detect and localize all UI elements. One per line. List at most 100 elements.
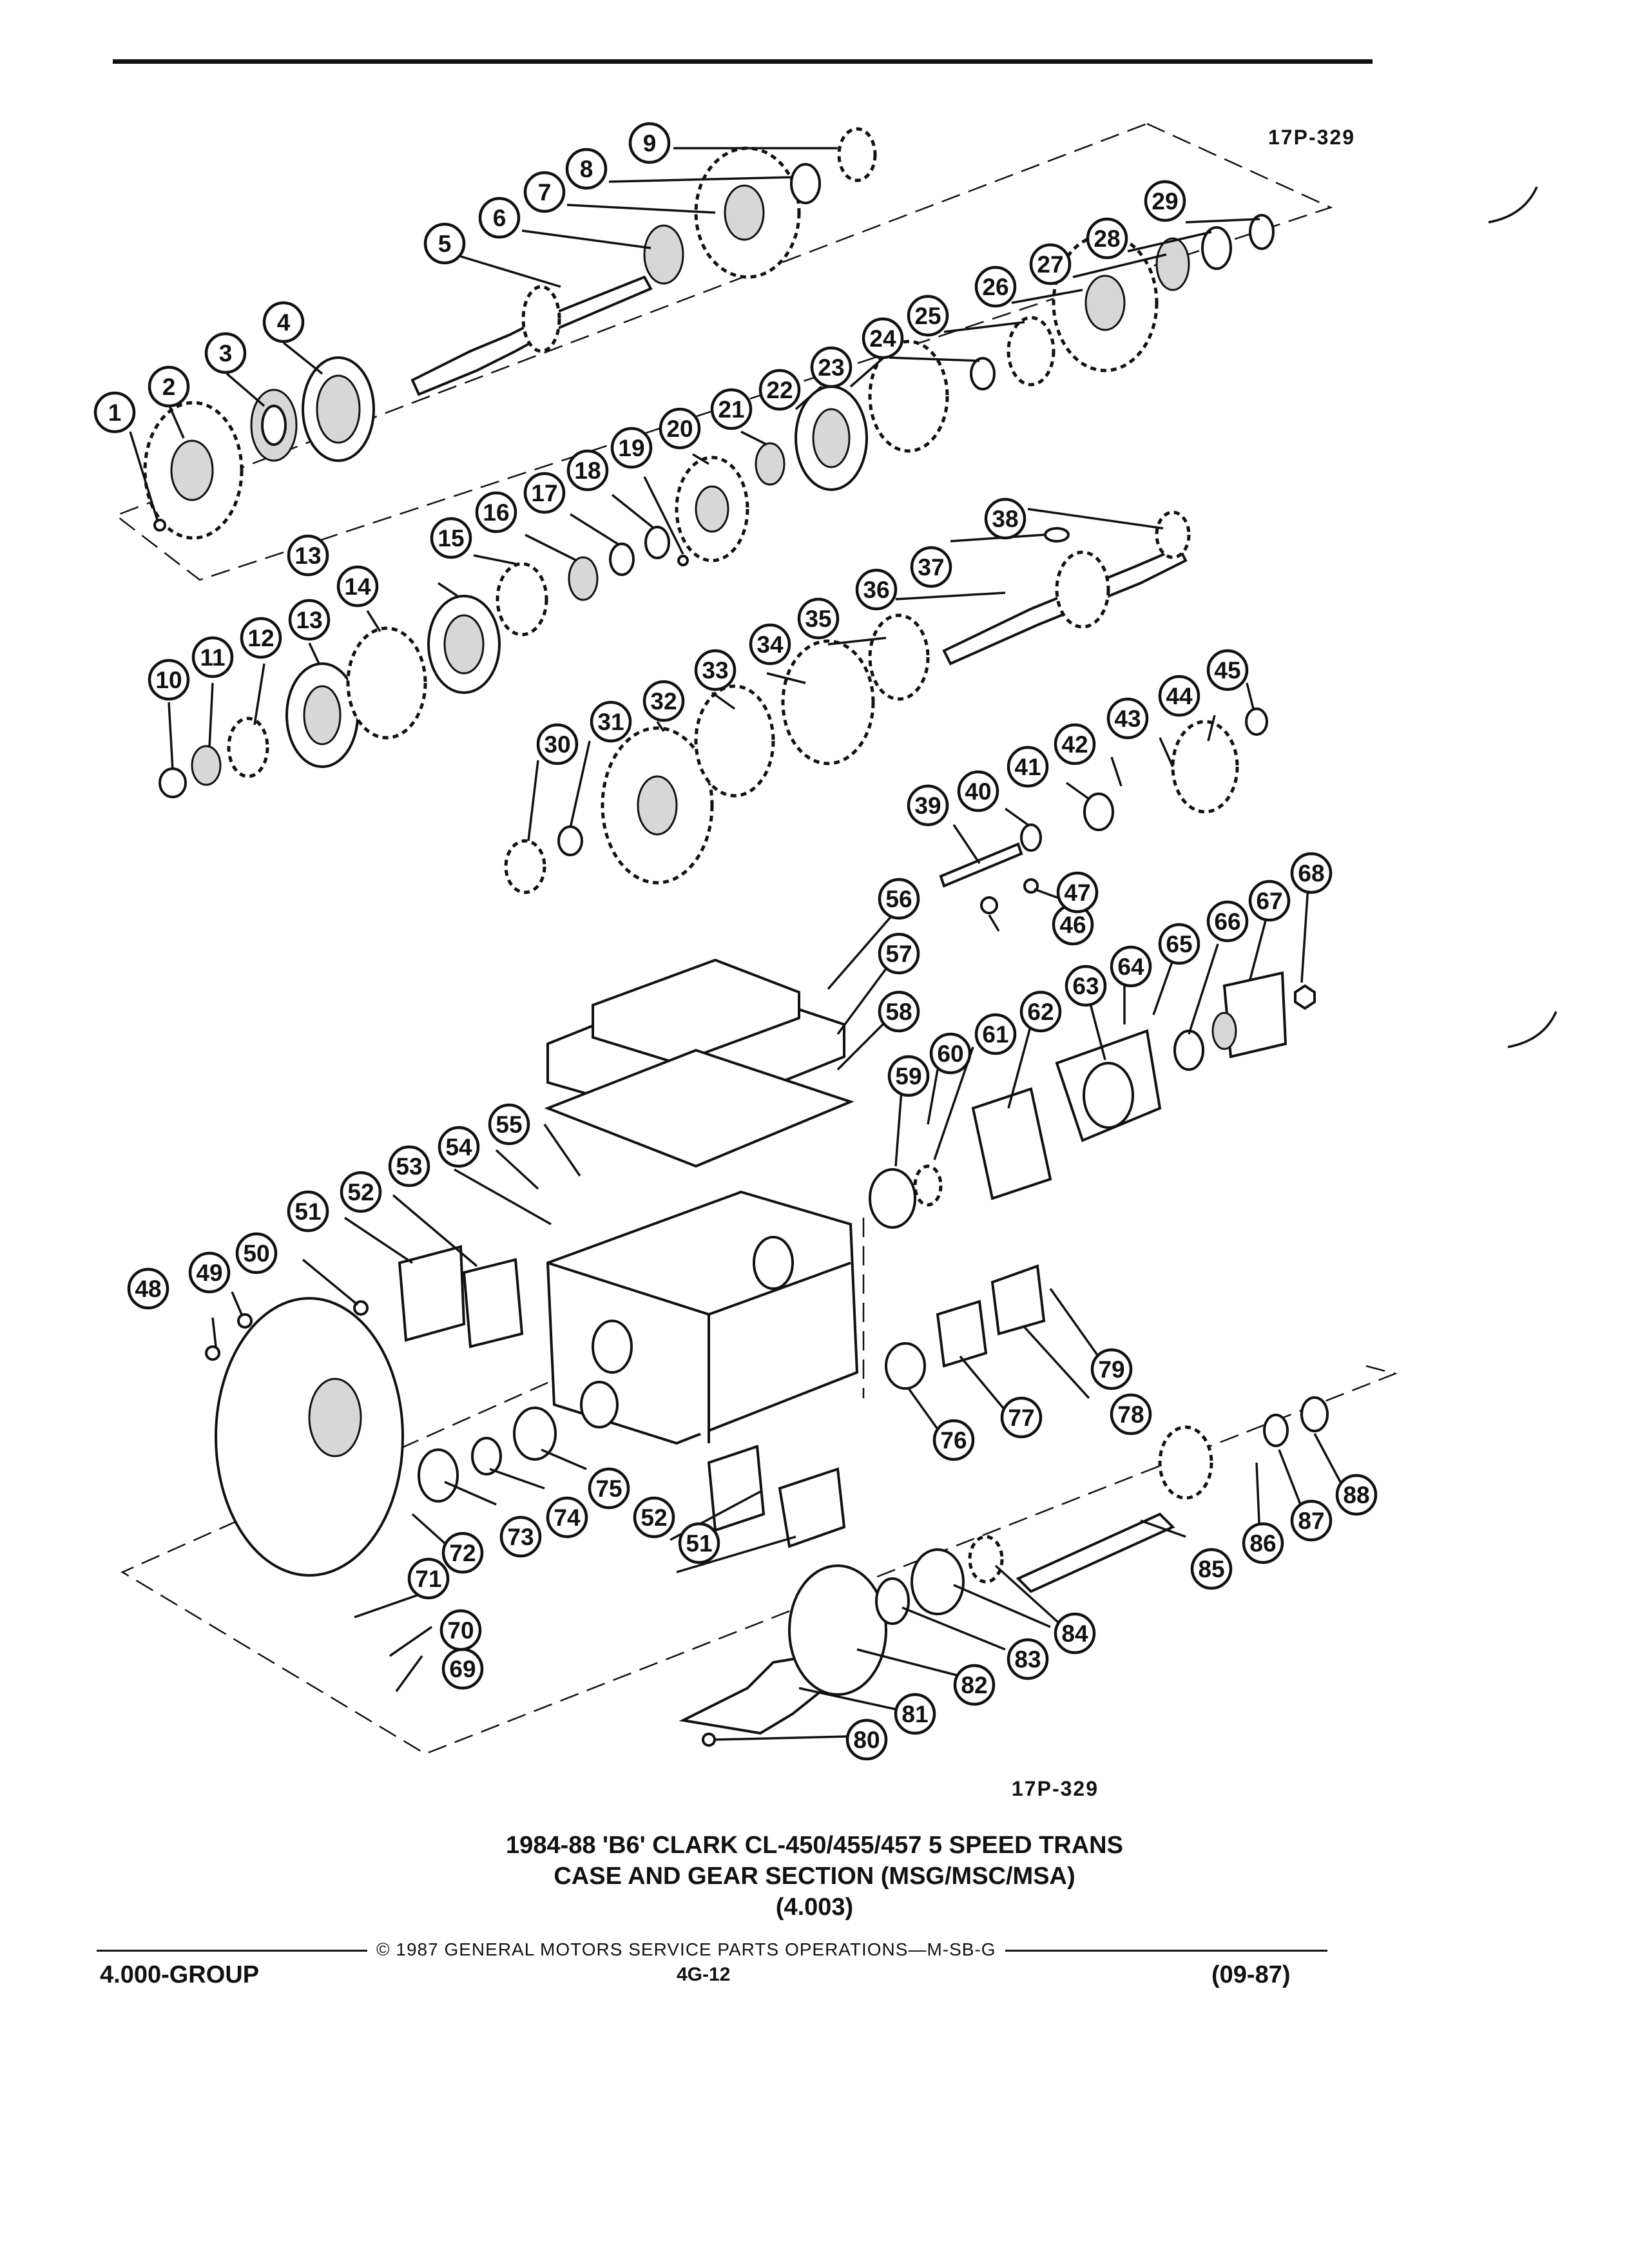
callout-84: 84 xyxy=(1054,1612,1096,1655)
part-drawings xyxy=(143,127,1329,1747)
callout-number: 79 xyxy=(1098,1356,1124,1383)
callout-circle xyxy=(1158,675,1200,717)
callout-circle xyxy=(127,1267,169,1310)
callout-51: 51 xyxy=(678,1522,720,1564)
footer-date: (09-87) xyxy=(1211,1961,1291,1988)
callout-number: 38 xyxy=(992,506,1018,532)
callout-circle xyxy=(797,597,840,640)
callout-circle xyxy=(438,1126,480,1168)
callout-circle xyxy=(974,1013,1017,1055)
callout-number: 57 xyxy=(885,941,912,967)
title-block: 1984-88 'B6' CLARK CL-450/455/457 5 SPEE… xyxy=(0,1830,1629,1923)
callout-number: 65 xyxy=(1166,931,1192,957)
callout-circle xyxy=(974,265,1017,308)
callout-circle xyxy=(1242,1522,1284,1564)
callout-circle xyxy=(910,546,952,588)
callout-number: 21 xyxy=(718,396,744,423)
callout-21: 21 xyxy=(710,388,753,430)
callout-38: 38 xyxy=(984,497,1027,540)
callout-78: 78 xyxy=(1110,1393,1152,1436)
callout-circle xyxy=(191,636,234,678)
callout-circle xyxy=(610,427,653,469)
callout-number: 52 xyxy=(641,1504,667,1531)
callout-number: 59 xyxy=(895,1063,921,1090)
callout-number: 51 xyxy=(294,1198,321,1225)
callout-27: 27 xyxy=(1029,243,1072,285)
callout-number: 44 xyxy=(1166,683,1193,709)
callout-60: 60 xyxy=(929,1032,972,1075)
callout-71: 71 xyxy=(407,1557,450,1600)
callout-86: 86 xyxy=(1242,1522,1284,1564)
callout-3: 3 xyxy=(204,332,247,374)
callout-circle xyxy=(439,1609,482,1651)
title-line-3: (4.003) xyxy=(775,1894,854,1921)
callout-circle xyxy=(1007,745,1049,788)
callout-circle xyxy=(1065,965,1107,1007)
callout-number: 14 xyxy=(344,573,371,600)
callout-number: 48 xyxy=(135,1276,161,1302)
callout-51: 51 xyxy=(287,1190,329,1233)
callout-number: 63 xyxy=(1072,973,1099,999)
callout-circle xyxy=(148,658,190,701)
callout-number: 64 xyxy=(1117,954,1144,980)
callout-circle xyxy=(878,878,920,920)
callout-circle xyxy=(810,346,853,389)
binder-marks xyxy=(1488,186,1557,1048)
callout-number: 52 xyxy=(347,1179,374,1206)
callout-82: 82 xyxy=(953,1664,996,1706)
callout-number: 85 xyxy=(1198,1556,1224,1582)
callout-circle xyxy=(388,1145,430,1187)
callout-circle xyxy=(336,565,379,608)
callout-36: 36 xyxy=(855,568,898,611)
callout-number: 74 xyxy=(554,1504,581,1531)
callout-circle xyxy=(488,1103,530,1146)
callout-number: 30 xyxy=(544,731,570,758)
callout-80: 80 xyxy=(845,1718,888,1761)
callout-number: 69 xyxy=(449,1656,476,1682)
callout-18: 18 xyxy=(566,449,609,492)
callout-6: 6 xyxy=(478,197,521,239)
callout-circle xyxy=(758,369,801,411)
callout-circle xyxy=(441,1532,484,1574)
callout-number: 83 xyxy=(1014,1646,1041,1673)
callout-33: 33 xyxy=(694,649,737,691)
callout-circle xyxy=(845,1718,888,1761)
callout-number: 62 xyxy=(1027,999,1054,1025)
callout-layer: 1234567891011121313141516171819202122232… xyxy=(93,122,1378,1761)
callout-70: 70 xyxy=(439,1609,482,1651)
callout-circle xyxy=(475,491,517,533)
callout-number: 72 xyxy=(449,1540,476,1566)
callout-circle xyxy=(1106,697,1149,740)
callout-circle xyxy=(957,770,999,812)
callout-40: 40 xyxy=(957,770,999,812)
callout-2: 2 xyxy=(148,365,190,408)
callout-circle xyxy=(1190,1548,1233,1590)
callout-circle xyxy=(478,197,521,239)
callout-number: 13 xyxy=(296,607,322,633)
callout-52: 52 xyxy=(633,1496,675,1539)
callout-circle xyxy=(188,1251,231,1294)
callout-55: 55 xyxy=(488,1103,530,1146)
callout-circle xyxy=(1158,923,1200,965)
callout-13: 13 xyxy=(287,534,329,577)
callout-number: 20 xyxy=(666,416,693,442)
callout-number: 32 xyxy=(650,688,677,715)
callout-10: 10 xyxy=(148,658,190,701)
callout-circle xyxy=(240,617,282,659)
callout-circle xyxy=(287,534,329,577)
callout-number: 55 xyxy=(496,1111,522,1138)
callout-number: 31 xyxy=(597,709,624,735)
callout-50: 50 xyxy=(235,1232,278,1274)
callout-number: 77 xyxy=(1008,1405,1034,1431)
diagram-code-bottom: 17P-329 xyxy=(1012,1777,1099,1800)
callout-circle xyxy=(430,517,472,559)
callout-circle xyxy=(1206,649,1249,691)
callout-12: 12 xyxy=(240,617,282,659)
callout-number: 87 xyxy=(1298,1508,1324,1534)
callout-48: 48 xyxy=(127,1267,169,1310)
callout-circle xyxy=(1206,900,1249,943)
callout-number: 22 xyxy=(766,377,793,403)
callout-9: 9 xyxy=(628,122,671,164)
callout-67: 67 xyxy=(1248,879,1291,922)
callout-number: 82 xyxy=(961,1672,987,1698)
